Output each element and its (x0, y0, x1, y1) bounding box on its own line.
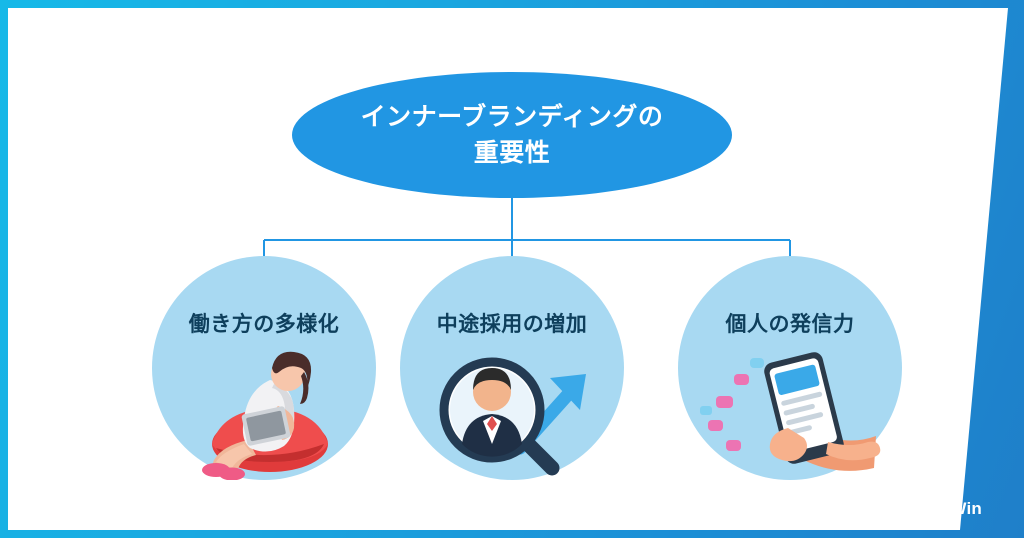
root-node: インナーブランディングの 重要性 (292, 72, 732, 198)
root-node-label: インナーブランディングの 重要性 (360, 102, 664, 167)
child-node-2: 中途採用の増加 (400, 256, 624, 480)
child-node-1-label: 働き方の多様化 (188, 313, 340, 336)
shapewin-logo: ShapeWin (865, 498, 982, 520)
logo-text: ShapeWin (898, 499, 982, 518)
magnifier-over-businessman-icon (439, 357, 586, 476)
child-node-3-label: 個人の発信力 (725, 313, 855, 336)
child-node-3: 個人の発信力 (678, 256, 902, 480)
wave-logo-icon (865, 501, 892, 520)
person-reading-on-beanbag-icon (202, 351, 328, 480)
child-node-2-label: 中途採用の増加 (436, 313, 588, 336)
hand-holding-smartphone-icon (700, 352, 881, 471)
child-node-1: 働き方の多様化 (152, 256, 376, 480)
